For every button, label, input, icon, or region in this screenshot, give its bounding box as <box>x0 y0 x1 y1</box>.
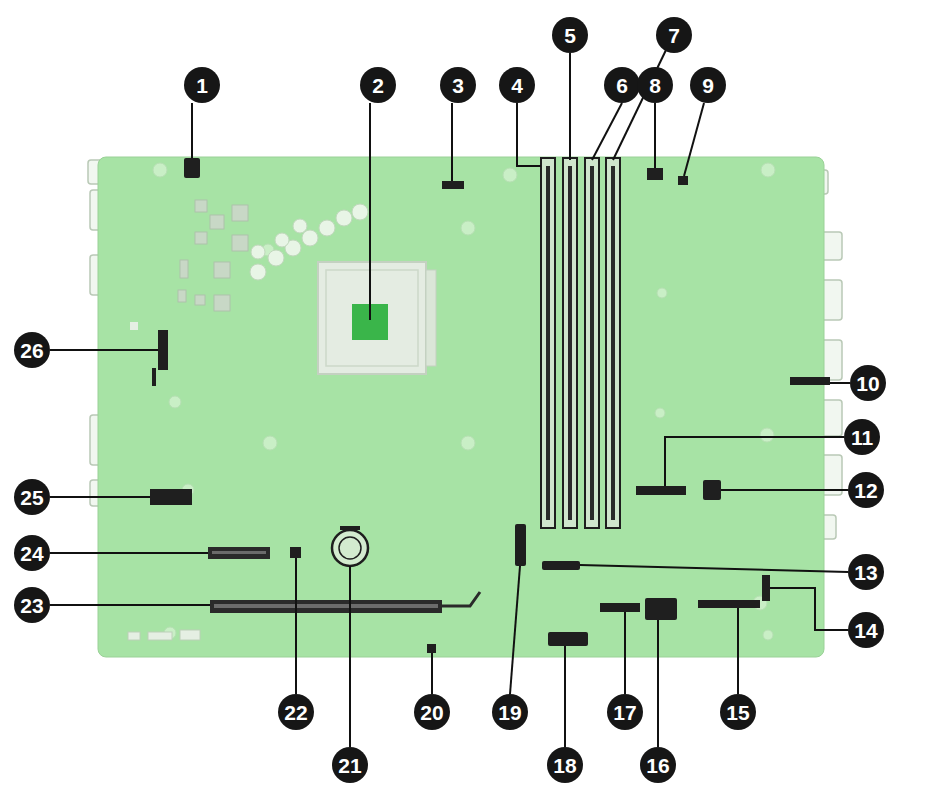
callout-number: 8 <box>649 75 661 96</box>
callout-number: 3 <box>452 75 464 96</box>
callout-number: 2 <box>372 75 384 96</box>
callout-circle: 17 <box>607 694 643 730</box>
callout-circle: 9 <box>690 67 726 103</box>
callout-number: 14 <box>854 620 877 641</box>
callout-circle: 8 <box>637 67 673 103</box>
callout-circle: 10 <box>850 365 886 401</box>
callout-circle: 25 <box>14 479 50 515</box>
callout-circle: 15 <box>720 694 756 730</box>
callout-number: 22 <box>284 702 307 723</box>
callout-number: 6 <box>616 75 628 96</box>
callout-circle: 1 <box>184 67 220 103</box>
callout-circle: 4 <box>499 67 535 103</box>
callout-number: 25 <box>20 487 43 508</box>
callout-circle: 20 <box>414 694 450 730</box>
callout-number: 7 <box>668 25 680 46</box>
callout-circle: 18 <box>547 747 583 783</box>
callout-number: 24 <box>20 543 43 564</box>
callout-number: 10 <box>856 373 879 394</box>
callout-number: 4 <box>511 75 523 96</box>
callout-number: 23 <box>20 595 43 616</box>
callout-circle: 11 <box>844 419 880 455</box>
callout-circle: 16 <box>640 747 676 783</box>
callout-number: 11 <box>851 427 873 448</box>
callout-circle: 14 <box>848 612 884 648</box>
callout-circle: 13 <box>848 554 884 590</box>
callout-number: 21 <box>338 755 361 776</box>
callout-circle: 12 <box>848 472 884 508</box>
callout-number: 1 <box>196 75 208 96</box>
callout-number: 9 <box>702 75 714 96</box>
callout-circle: 22 <box>278 694 314 730</box>
callout-circle: 21 <box>332 747 368 783</box>
callout-circle: 7 <box>656 17 692 53</box>
callout-number: 13 <box>854 562 877 583</box>
callout-circle: 5 <box>552 17 588 53</box>
callout-circle: 24 <box>14 535 50 571</box>
callout-number: 18 <box>553 755 576 776</box>
callout-number: 19 <box>498 702 521 723</box>
callout-circle: 2 <box>360 67 396 103</box>
callout-circle: 23 <box>14 587 50 623</box>
callout-number: 5 <box>564 25 576 46</box>
callout-number: 17 <box>613 702 636 723</box>
callout-number: 26 <box>20 340 43 361</box>
callout-number: 15 <box>726 702 749 723</box>
callout-number: 12 <box>854 480 877 501</box>
callout-circle: 26 <box>14 332 50 368</box>
callout-number: 20 <box>420 702 443 723</box>
callout-number: 16 <box>646 755 669 776</box>
callout-circle: 19 <box>492 694 528 730</box>
callout-circle: 6 <box>604 67 640 103</box>
callout-circle: 3 <box>440 67 476 103</box>
